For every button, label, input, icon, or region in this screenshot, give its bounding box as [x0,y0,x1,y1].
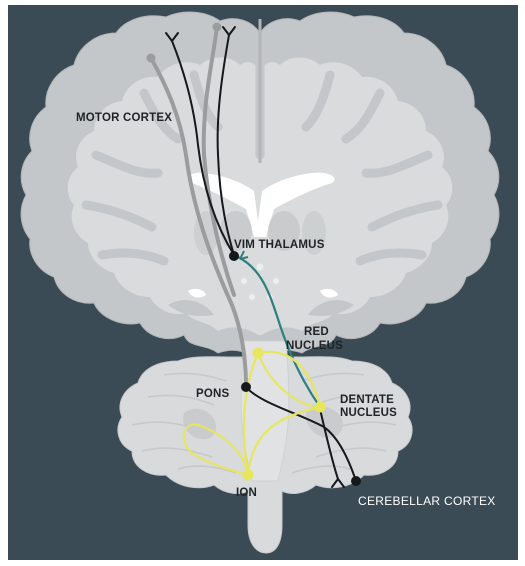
grey-origin-marker-2 [213,23,222,32]
label-vim-thalamus: VIM THALAMUS [234,239,325,251]
brainstem [241,341,289,481]
label-red-nucleus-2: NUCLEUS [286,340,343,352]
ventricle-spot-center [257,264,264,271]
cerebrum [21,12,499,363]
label-pons: PONS [196,388,230,400]
vim-thalamus-marker [229,251,239,261]
pons-marker [241,382,251,392]
label-cerebellar-cortex: CEREBELLAR CORTEX [358,494,496,508]
ventricle-spot-1 [241,278,247,284]
grey-origin-marker-1 [147,54,156,63]
label-ion: ION [236,487,257,499]
label-dentate-2: NUCLEUS [340,407,397,419]
cerebellar-cortex-marker [351,476,361,486]
cerebellum-brainstem [118,341,412,553]
red-nucleus-marker [253,348,264,359]
diagram-canvas: MOTOR CORTEX VIM THALAMUS RED NUCLEUS PO… [8,5,518,560]
dentate-nucleus-marker [315,402,326,413]
ion-marker [243,470,254,481]
label-motor-cortex: MOTOR CORTEX [76,112,172,124]
ventricle-spot-3 [249,294,255,300]
ventricle-spot-2 [273,278,279,284]
label-dentate-1: DENTATE [340,394,394,406]
brain-pathway-diagram: MOTOR CORTEX VIM THALAMUS RED NUCLEUS PO… [8,5,518,560]
label-red-nucleus-1: RED [304,326,329,338]
